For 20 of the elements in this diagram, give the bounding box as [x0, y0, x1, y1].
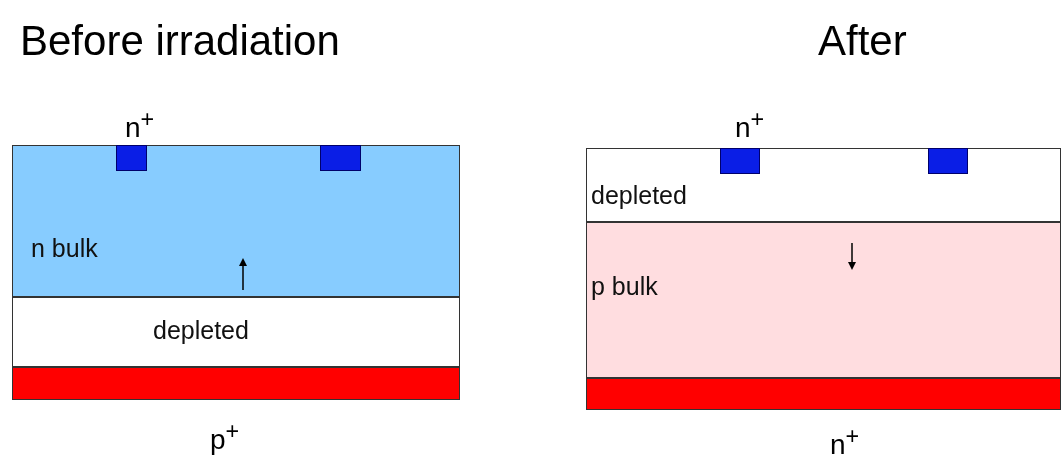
- doping-label: n$^{+}$: [125, 108, 155, 143]
- doping-label: n$^{+}$: [735, 108, 765, 143]
- doping-label: p$^{+}$: [210, 420, 240, 455]
- implant-strip: [116, 145, 147, 171]
- implant-strip: [928, 148, 968, 174]
- layer-label: p bulk: [591, 274, 658, 299]
- depleted-layer: [586, 148, 1061, 222]
- panel-title: Before irradiation: [20, 20, 340, 62]
- n-bulk-layer: [12, 145, 460, 297]
- backside-contact-layer: [12, 367, 460, 400]
- depleted-layer: [12, 297, 460, 367]
- doping-label: n$^{+}$: [830, 425, 860, 460]
- implant-strip: [320, 145, 361, 171]
- layer-label: depleted: [591, 183, 687, 208]
- p-bulk-layer: [586, 222, 1061, 378]
- backside-contact-layer: [586, 378, 1061, 410]
- implant-strip: [720, 148, 760, 174]
- layer-label: n bulk: [31, 236, 98, 261]
- panel-title: After: [818, 20, 907, 62]
- layer-label: depleted: [153, 318, 249, 343]
